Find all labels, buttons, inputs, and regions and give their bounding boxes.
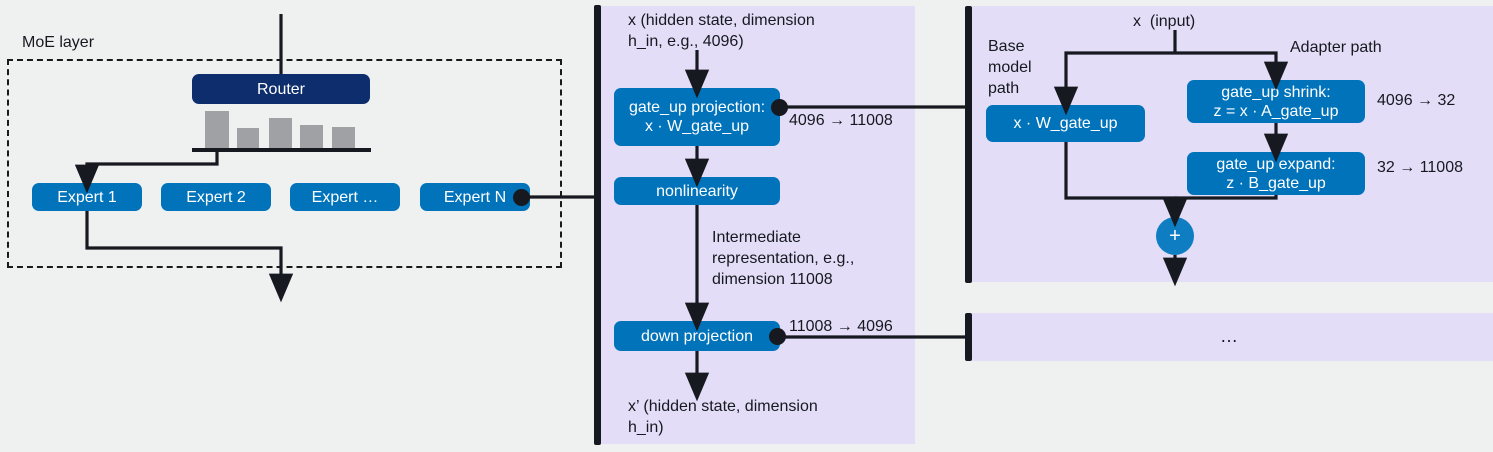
lora-panel-background [972, 6, 1493, 282]
router-weight-bar-5 [332, 127, 355, 148]
router-node[interactable]: Router [192, 74, 370, 104]
base-model-path-label: Base model path [988, 38, 1032, 97]
base-gate-up-node[interactable]: x · W_gate_up [986, 105, 1145, 142]
ffn-output-label: x’ (hidden state, dimension h_in) [628, 398, 818, 436]
sum-node[interactable]: + [1156, 217, 1194, 255]
gate-up-shrink-node[interactable]: gate_up shrink: z = x · A_gate_up [1187, 80, 1365, 123]
ffn-panel-background [600, 6, 915, 444]
lora-input-label: x (input) [1133, 13, 1196, 30]
ffn-panel-bus-bar [594, 5, 601, 445]
router-weight-baseline [192, 148, 371, 152]
expert-node-ellipsis[interactable]: Expert … [290, 183, 400, 211]
more-adapters-panel-background [972, 313, 1493, 361]
moe-layer-title: MoE layer [22, 34, 95, 51]
more-panel-bus-bar [965, 313, 972, 361]
expert-node-2[interactable]: Expert 2 [161, 183, 271, 211]
nonlinearity-node[interactable]: nonlinearity [614, 177, 780, 205]
router-weight-bar-1 [205, 111, 229, 148]
gate-up-dims-label: 4096 → 11008 [789, 112, 893, 129]
gate-up-shrink-dims-label: 4096 → 32 [1377, 92, 1456, 109]
expert-node-1[interactable]: Expert 1 [32, 183, 142, 211]
router-weight-bar-4 [300, 125, 323, 148]
gate-up-expand-node[interactable]: gate_up expand: z · B_gate_up [1187, 152, 1365, 195]
moe-layer-boundary [7, 59, 562, 268]
expert-node-n[interactable]: Expert N [420, 183, 530, 211]
down-projection-dims-label: 11008 → 4096 [789, 318, 893, 335]
adapter-path-label: Adapter path [1290, 39, 1382, 56]
gate-up-projection-connector-dot [771, 99, 788, 116]
gate-up-projection-node[interactable]: gate_up projection: x · W_gate_up [614, 88, 780, 146]
expert-n-connector-dot [513, 189, 530, 206]
router-weight-bar-3 [269, 118, 292, 148]
down-projection-node[interactable]: down projection [614, 321, 780, 351]
ffn-input-label: x (hidden state, dimension h_in, e.g., 4… [628, 12, 815, 50]
intermediate-representation-label: Intermediate representation, e.g., dimen… [712, 229, 855, 288]
gate-up-expand-dims-label: 32 → 11008 [1377, 159, 1463, 176]
lora-panel-bus-bar [965, 6, 972, 283]
down-projection-connector-dot [769, 328, 786, 345]
more-adapters-ellipsis: … [1220, 326, 1240, 346]
router-weight-bar-2 [237, 128, 259, 148]
